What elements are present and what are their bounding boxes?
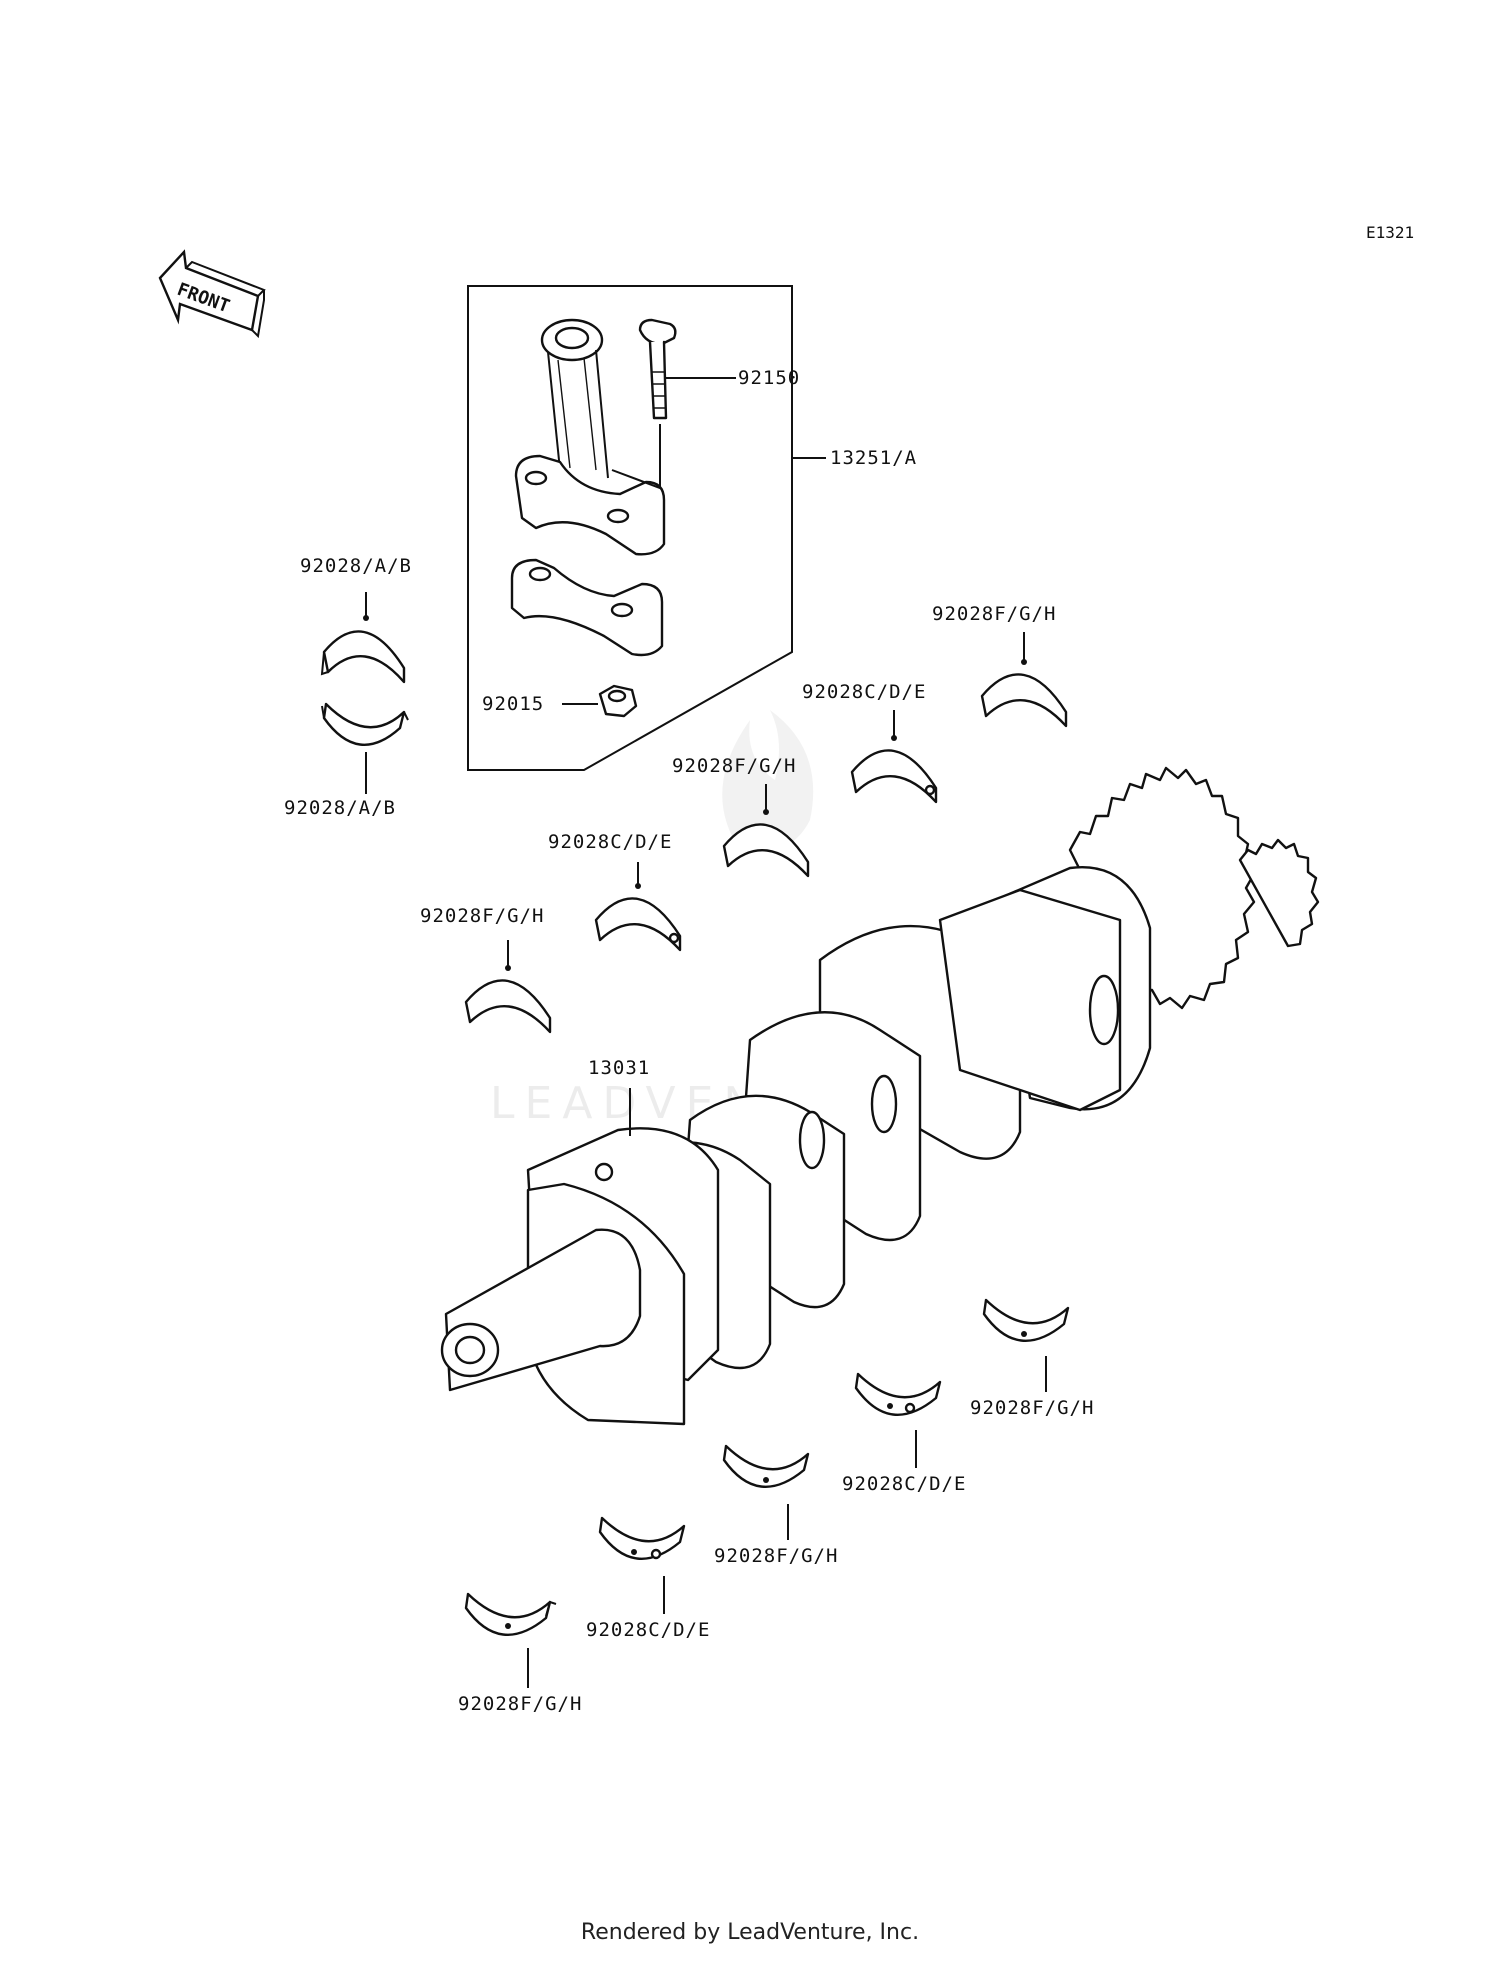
label-rod-bearing-upper: 92028/A/B	[300, 555, 412, 577]
label-main-bearing-2: 92028C/D/E	[548, 831, 672, 853]
label-main-bearing-3: 92028F/G/H	[672, 755, 796, 777]
label-lower-bearing-1: 92028F/G/H	[458, 1693, 582, 1715]
main-bearing-lower-3	[722, 1444, 810, 1540]
label-rod-nut: 92015	[482, 693, 544, 715]
footer-credit: Rendered by LeadVenture, Inc.	[580, 1920, 920, 1945]
main-bearing-upper-5	[980, 632, 1068, 728]
main-bearing-upper-1	[464, 940, 552, 1034]
label-rod-bolt: 92150	[738, 367, 800, 389]
main-bearing-upper-2	[594, 862, 682, 952]
label-main-bearing-5: 92028F/G/H	[932, 603, 1056, 625]
label-lower-bearing-2: 92028C/D/E	[586, 1619, 710, 1641]
connecting-rod-assembly	[467, 285, 793, 771]
label-crankshaft: 13031	[588, 1057, 650, 1079]
label-main-bearing-1: 92028F/G/H	[420, 905, 544, 927]
main-bearing-lower-2	[598, 1516, 686, 1614]
main-bearing-lower-5	[982, 1298, 1070, 1392]
label-lower-bearing-3: 92028F/G/H	[714, 1545, 838, 1567]
front-arrow-icon: FRONT	[158, 249, 266, 339]
main-bearing-upper-3	[722, 784, 810, 878]
label-lower-bearing-4: 92028C/D/E	[842, 1473, 966, 1495]
main-bearing-lower-4	[854, 1372, 942, 1468]
main-bearing-lower-1	[464, 1592, 557, 1688]
rod-bearing-upper	[320, 592, 406, 684]
main-bearing-upper-4	[850, 710, 938, 804]
label-lower-bearing-5: 92028F/G/H	[970, 1397, 1094, 1419]
label-rod-assy: 13251/A	[830, 447, 917, 469]
label-main-bearing-4: 92028C/D/E	[802, 681, 926, 703]
label-rod-bearing-lower: 92028/A/B	[284, 797, 396, 819]
rod-bearing-lower	[321, 702, 409, 794]
crankshaft	[440, 766, 1320, 1426]
diagram-code: E1321	[1366, 223, 1415, 242]
